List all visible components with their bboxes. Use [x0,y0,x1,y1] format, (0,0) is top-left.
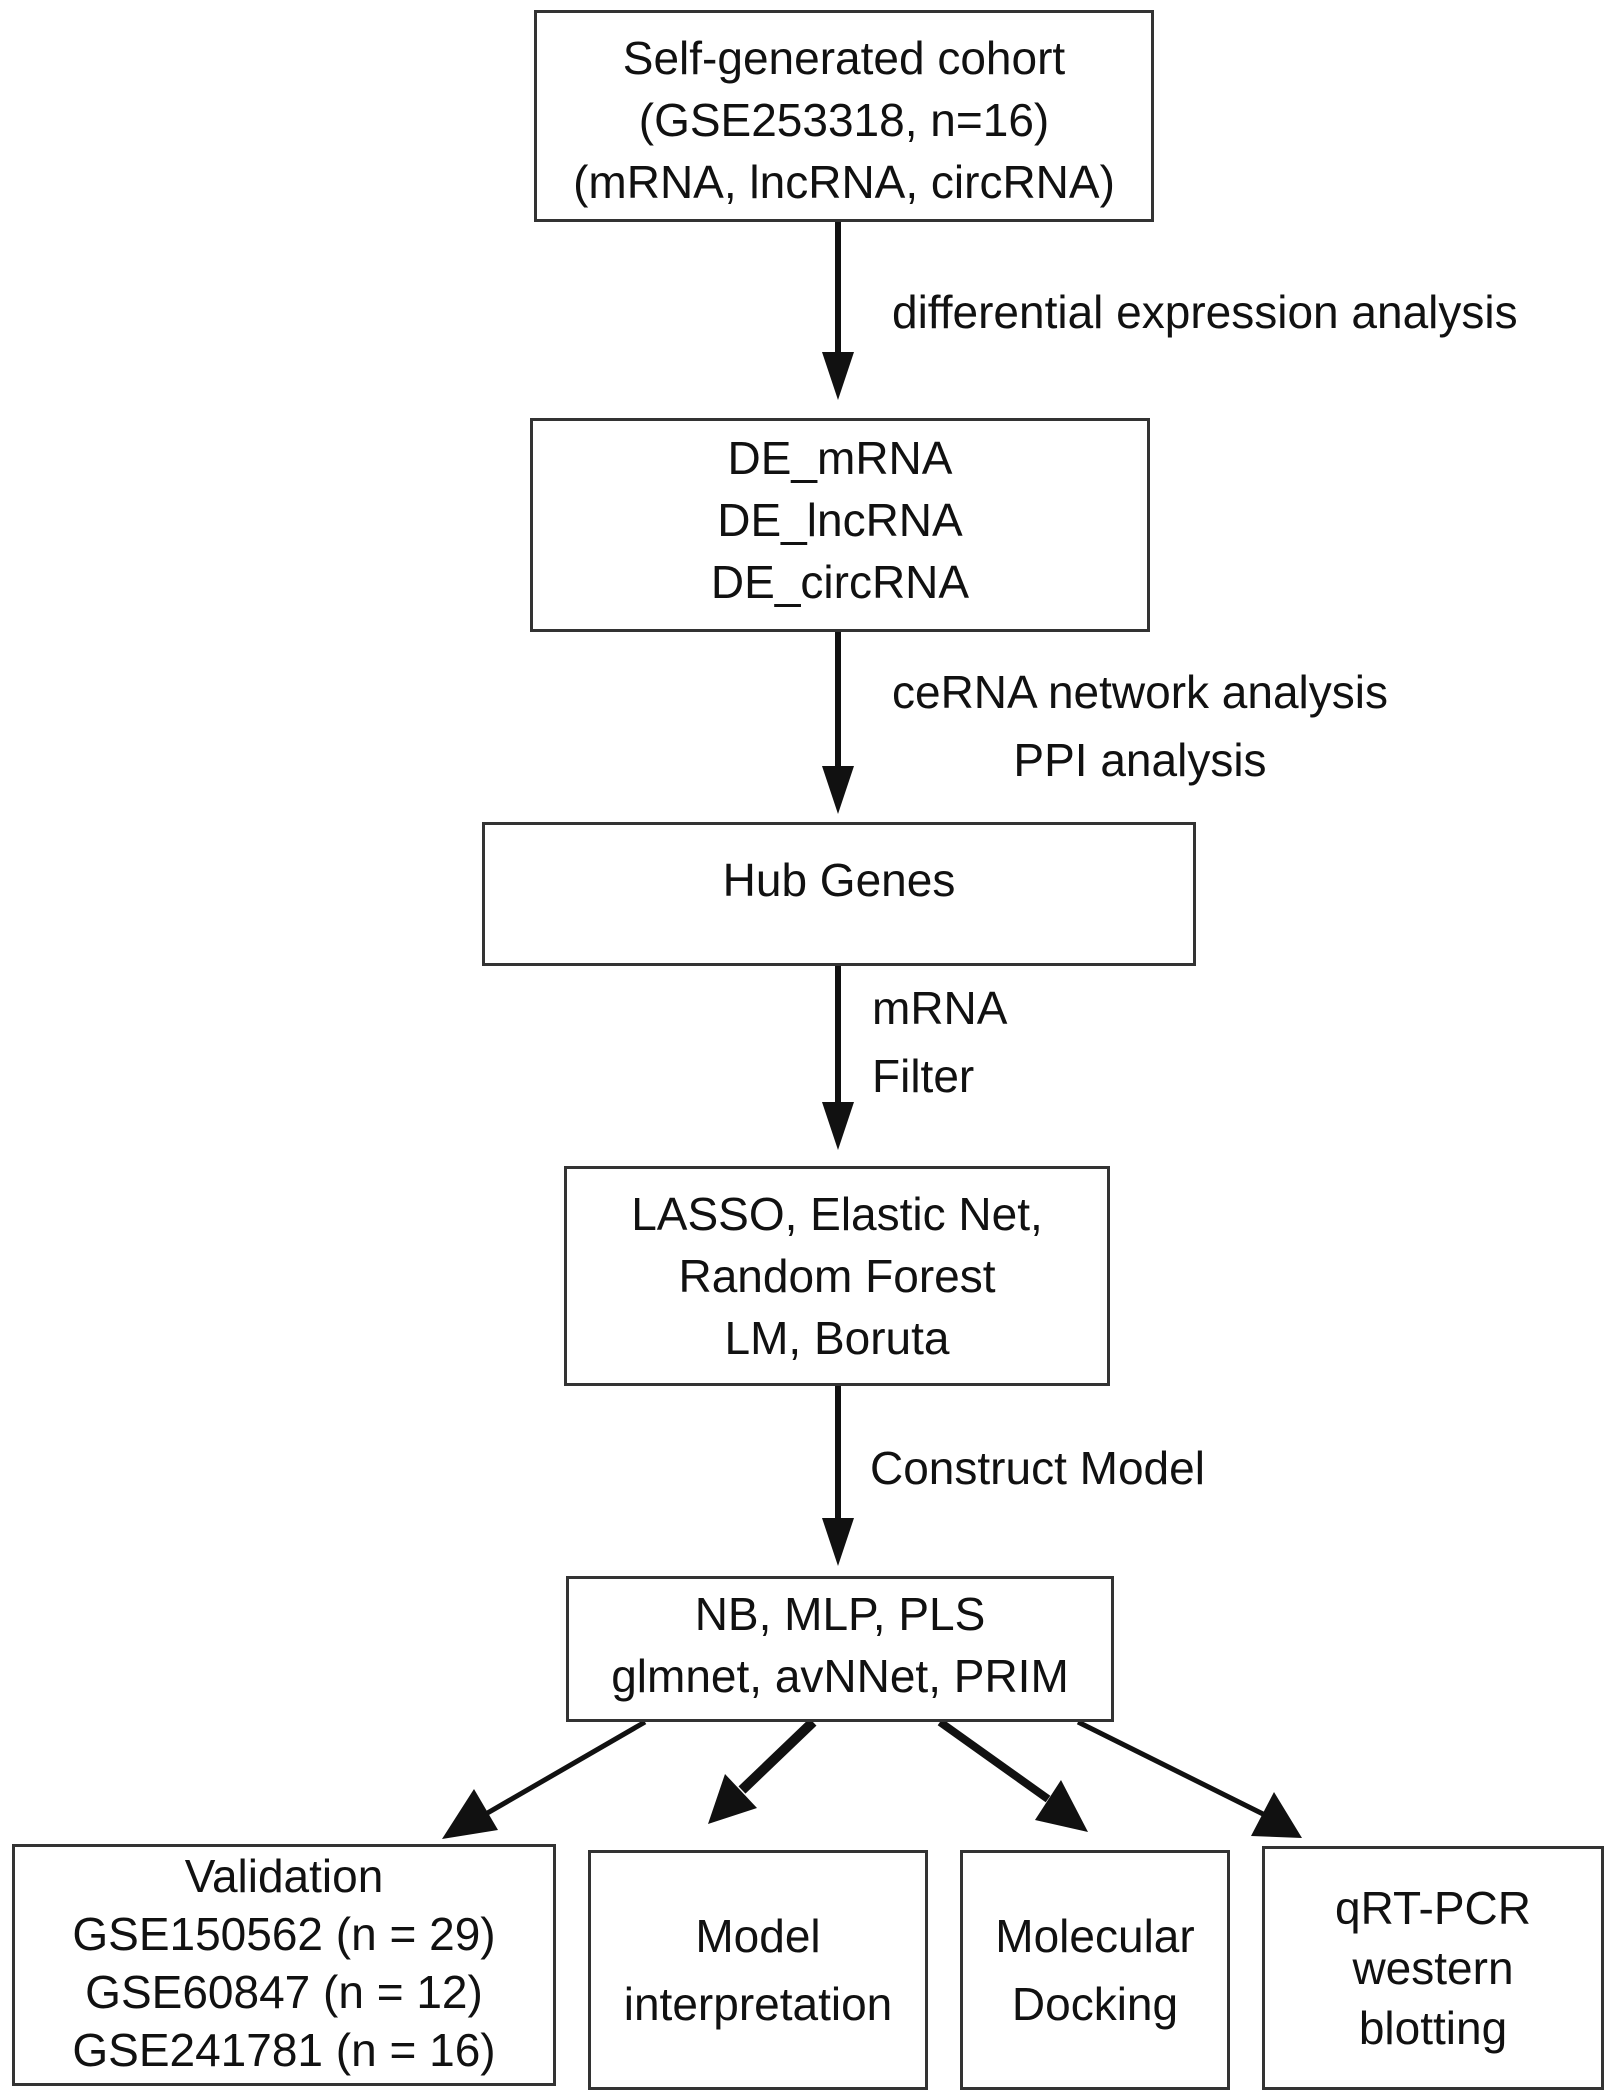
model-interpretation-line-1: Model [695,1910,821,1962]
model-interpretation-line-2: interpretation [623,1978,893,2030]
step-label-mrna-filter: mRNA Filter [872,982,1008,1102]
validation-dataset-1: GSE150562 (n = 29) [72,1908,496,1960]
step-label-cerna-ppi: ceRNA network analysis PPI analysis [892,666,1388,786]
cohort-box: Self-generated cohort (GSE253318, n=16) … [534,10,1154,222]
arrowhead-hub-to-ml [822,1102,854,1150]
cohort-accession: (GSE253318, n=16) [638,94,1050,146]
models-line-1: NB, MLP, PLS [694,1588,986,1640]
arrow-models-to-qrtpcr [1076,1719,1265,1817]
arrowhead-cohort-to-de [822,352,854,400]
validation-dataset-2: GSE60847 (n = 12) [85,1966,483,2018]
de-circrna: DE_circRNA [710,556,970,608]
feature-selection-line-2: Random Forest [678,1250,996,1302]
arrow-models-to-validation [482,1719,647,1818]
de-lncrna: DE_lncRNA [717,494,963,546]
validation-box: Validation GSE150562 (n = 29) GSE60847 (… [12,1844,556,2086]
arrowhead-models-to-qrtpcr [1251,1792,1302,1838]
arrow-models-to-interpretation [738,1718,817,1794]
arrowhead-models-to-interpretation [708,1774,757,1824]
arrowhead-models-to-validation [442,1789,498,1839]
hub-genes-box: Hub Genes [482,822,1196,966]
qrtpcr-box: qRT-PCR western blotting [1262,1846,1604,2090]
qrtpcr-line-1: qRT-PCR [1335,1882,1531,1934]
feature-selection-line-3: LM, Boruta [724,1312,950,1364]
cohort-title: Self-generated cohort [622,32,1066,84]
arrowhead-models-to-docking [1035,1780,1088,1832]
de-box: DE_mRNA DE_lncRNA DE_circRNA [530,418,1150,632]
qrtpcr-line-3: blotting [1358,2002,1508,2054]
arrow-models-to-docking [937,1718,1051,1803]
molecular-docking-line-1: Molecular [995,1910,1195,1962]
cohort-rna-types: (mRNA, lncRNA, circRNA) [573,156,1115,208]
de-mrna: DE_mRNA [727,432,953,484]
arrowhead-de-to-hub [822,766,854,814]
models-box: NB, MLP, PLS glmnet, avNNet, PRIM [566,1576,1114,1722]
molecular-docking-line-2: Docking [1011,1978,1179,2030]
validation-title: Validation [184,1850,384,1902]
validation-dataset-3: GSE241781 (n = 16) [72,2024,496,2076]
step-label-differential-expression: differential expression analysis [892,286,1518,338]
model-interpretation-box: Model interpretation [588,1850,928,2090]
hub-genes-label: Hub Genes [722,854,956,906]
feature-selection-line-1: LASSO, Elastic Net, [631,1188,1043,1240]
feature-selection-box: LASSO, Elastic Net, Random Forest LM, Bo… [564,1166,1110,1386]
qrtpcr-line-2: western [1352,1942,1514,1994]
step-label-construct-model: Construct Model [870,1442,1205,1494]
molecular-docking-box: Molecular Docking [960,1850,1230,2090]
models-line-2: glmnet, avNNet, PRIM [611,1650,1069,1702]
arrowhead-ml-to-models [822,1518,854,1566]
